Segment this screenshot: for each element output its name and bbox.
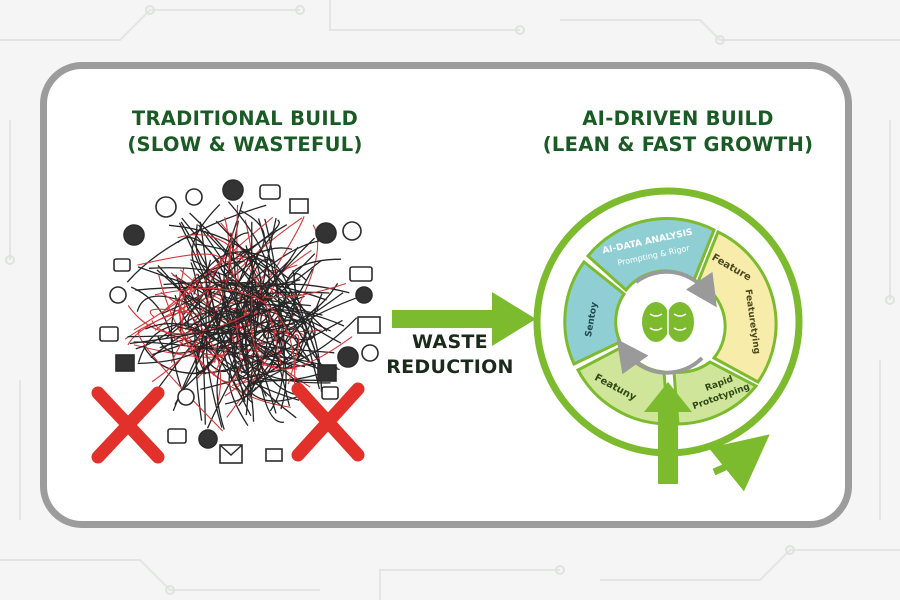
- printer-icon: [321, 386, 339, 400]
- file-icon: [265, 448, 283, 462]
- gear-icon: [185, 188, 203, 206]
- tangle-line: [154, 279, 226, 331]
- growth-arrow: [644, 382, 692, 484]
- traditional-build-title: TRADITIONAL BUILD (SLOW & WASTEFUL): [95, 106, 395, 158]
- tangle-line: [191, 203, 311, 307]
- tangle-line: [216, 323, 294, 430]
- tangle-line: [149, 308, 297, 337]
- inbox-icon: [167, 428, 187, 444]
- tangle-line: [230, 327, 306, 402]
- cycle-arrow-bottom: [616, 339, 704, 375]
- tangle-line: [145, 322, 241, 361]
- lock-icon: [317, 364, 337, 382]
- brain-icon: [642, 302, 694, 342]
- segment-left: [563, 259, 627, 367]
- chart-icon: [115, 354, 135, 372]
- ai-title-line2: (LEAN & FAST GROWTH): [542, 133, 814, 156]
- tangle-line: [170, 217, 303, 363]
- tangle-line: [127, 305, 251, 335]
- clock-icon: [361, 344, 379, 362]
- email-flap: [219, 444, 243, 456]
- target-icon: [355, 286, 373, 304]
- tangle-line: [263, 290, 344, 339]
- segment-bottom-right: [672, 360, 759, 426]
- ai-title-line1: AI-DRIVEN BUILD: [582, 107, 774, 130]
- tangled-process-illustration: [91, 179, 381, 464]
- traditional-title-line1: TRADITIONAL BUILD: [131, 107, 359, 130]
- outer-return-arrow: [708, 434, 770, 492]
- tangle-line: [200, 363, 316, 391]
- refresh-icon: [198, 429, 218, 449]
- tangle-line: [284, 297, 357, 369]
- monitor-icon: [357, 316, 381, 334]
- traditional-title-line2: (SLOW & WASTEFUL): [127, 133, 363, 156]
- ai-build-title: AI-DRIVEN BUILD (LEAN & FAST GROWTH): [518, 106, 838, 158]
- waste-label-line2: REDUCTION: [386, 356, 514, 378]
- tangle-line: [252, 258, 321, 390]
- brain-folds: [649, 304, 687, 340]
- card-icon: [349, 266, 373, 282]
- alert-icon: [337, 346, 359, 368]
- tangle-line: [228, 355, 340, 427]
- tangle-line: [260, 309, 331, 361]
- waste-reduction-arrow: [392, 292, 536, 346]
- tangle-line: [249, 284, 291, 407]
- tangle-line: [257, 218, 285, 412]
- tangle-line: [133, 253, 222, 331]
- tangle-line: [249, 303, 290, 326]
- tangle-line: [250, 298, 353, 370]
- settings-icon: [342, 221, 362, 241]
- tangle-line: [264, 281, 328, 361]
- tangle-line: [184, 295, 230, 342]
- segment-right: [696, 229, 778, 384]
- process-icons: [99, 179, 381, 464]
- wifi-icon: [177, 388, 195, 406]
- idea-icon: [109, 286, 127, 304]
- tangle-line: [287, 334, 300, 385]
- tangle-line: [238, 306, 319, 407]
- ai-driven-cycle: AI-DATA ANALYSIS Prompting & Rigor Featu…: [533, 187, 803, 492]
- tangle-line: [157, 264, 195, 301]
- tangle-line: [251, 221, 284, 423]
- chat-bubble-icon: [259, 184, 281, 200]
- cross-mark-left: [91, 386, 165, 464]
- tangle-line: [190, 311, 241, 383]
- tangle-line: [180, 219, 280, 292]
- tangle-line: [168, 224, 320, 366]
- camera-icon: [123, 224, 145, 246]
- chat-icon: [155, 196, 177, 218]
- tangle-line: [154, 287, 296, 387]
- tangle-line: [174, 321, 216, 363]
- tangle-line: [160, 291, 222, 406]
- tangle-line: [174, 248, 250, 405]
- tangle-lines: [124, 201, 358, 432]
- tangle-line: [233, 287, 274, 319]
- tangle-line: [204, 230, 342, 344]
- message-icon: [113, 258, 131, 272]
- tangle-line: [137, 266, 306, 324]
- tangle-line: [193, 251, 275, 295]
- tangle-line: [241, 237, 331, 384]
- cycle-arrow-top: [634, 269, 717, 308]
- tangle-line: [227, 282, 260, 300]
- waste-label-line1: WASTE: [412, 331, 488, 353]
- people-icon: [315, 222, 337, 244]
- tangle-line: [137, 329, 224, 432]
- waste-reduction-label: WASTE REDUCTION: [380, 330, 520, 380]
- tangle-line: [195, 224, 301, 288]
- tangle-line: [197, 324, 247, 374]
- document-icon: [289, 198, 309, 214]
- user-icon: [222, 179, 244, 201]
- checklist-icon: [99, 326, 119, 342]
- cross-mark-right: [291, 382, 365, 462]
- tangle-line: [284, 258, 342, 371]
